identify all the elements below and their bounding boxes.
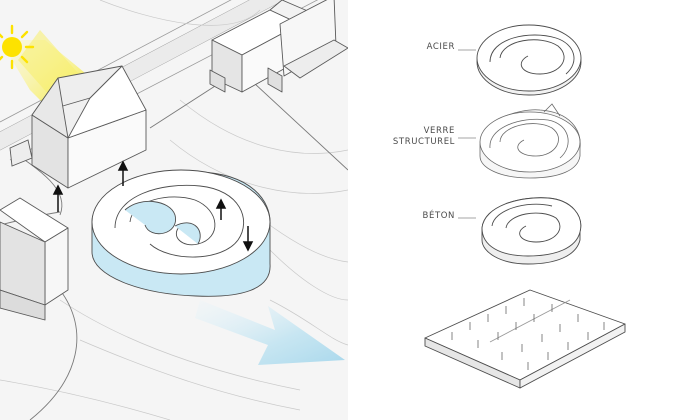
layer-verre-drawing bbox=[458, 103, 581, 179]
sun-icon bbox=[0, 24, 35, 70]
airflow-arrow bbox=[195, 300, 345, 365]
label-beton: BÉTON bbox=[422, 211, 455, 221]
site-plan bbox=[0, 0, 348, 420]
up-arrow-icon bbox=[52, 160, 227, 220]
label-acier: ACIER bbox=[426, 42, 455, 52]
label-verre-structurel-text: VERRE STRUCTUREL bbox=[392, 126, 455, 147]
garage bbox=[9, 139, 33, 167]
layer-acier-drawing bbox=[458, 24, 582, 96]
layer-beton-drawing bbox=[458, 197, 582, 265]
label-verre-structurel: VERRE STRUCTUREL bbox=[380, 126, 455, 148]
building-back bbox=[209, 0, 348, 93]
ground-slab bbox=[424, 289, 626, 389]
building-left bbox=[0, 197, 69, 321]
down-arrow-icon bbox=[242, 226, 254, 252]
house bbox=[31, 65, 147, 189]
spiral-building bbox=[91, 169, 271, 297]
